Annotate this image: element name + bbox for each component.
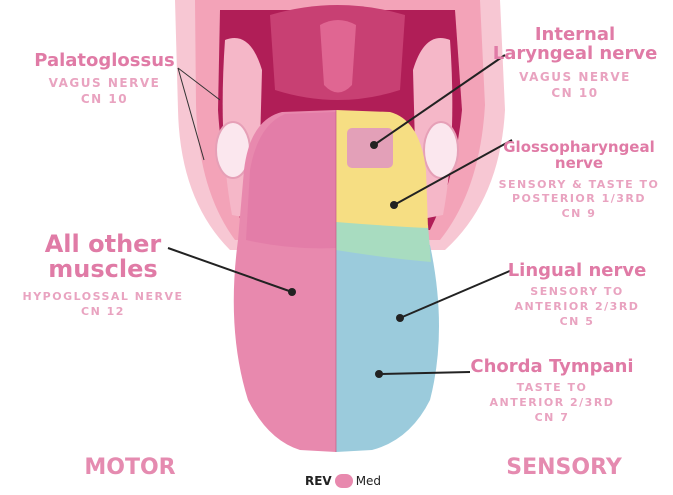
all-other-muscles-sub-1: HYPOGLOSSAL NERVE xyxy=(8,290,198,305)
lingual-sub-3: CN 5 xyxy=(492,315,662,330)
dot-internal-laryngeal xyxy=(370,141,378,149)
lingual-title: Lingual nerve xyxy=(492,262,662,281)
glossopharyngeal-sub-3: CN 9 xyxy=(488,207,670,222)
all-other-muscles-label: All other muscles HYPOGLOSSAL NERVE CN 1… xyxy=(8,232,198,320)
lingual-label: Lingual nerve SENSORY TO ANTERIOR 2/3RD … xyxy=(492,262,662,329)
all-other-muscles-sub-2: CN 12 xyxy=(8,305,198,320)
internal-laryngeal-sub-2: CN 10 xyxy=(480,85,670,101)
lingual-sub-1: SENSORY TO xyxy=(492,285,662,300)
lingual-sub-2: ANTERIOR 2/3RD xyxy=(492,300,662,315)
sensory-footer: SENSORY xyxy=(494,455,634,480)
all-other-muscles-title-2: muscles xyxy=(8,257,198,282)
tongue-right-anterior xyxy=(336,240,439,452)
internal-laryngeal-label: Internal Laryngeal nerve VAGUS NERVE CN … xyxy=(480,26,670,101)
chorda-tympani-sub-1: TASTE TO xyxy=(462,381,642,396)
chorda-tympani-sub-3: CN 7 xyxy=(462,411,642,426)
internal-laryngeal-title-2: Laryngeal nerve xyxy=(480,45,670,64)
dot-lingual xyxy=(396,314,404,322)
dot-glossopharyngeal xyxy=(390,201,398,209)
all-other-muscles-title-1: All other xyxy=(8,232,198,257)
palatoglossus-sub-1: VAGUS NERVE xyxy=(22,75,187,91)
palatoglossus-label: Palatoglossus VAGUS NERVE CN 10 xyxy=(22,52,187,107)
chorda-tympani-sub-2: ANTERIOR 2/3RD xyxy=(462,396,642,411)
motor-footer: MOTOR xyxy=(70,455,190,480)
revmed-logo: REV Med xyxy=(298,470,388,492)
glossopharyngeal-sub-1: SENSORY & TASTE TO xyxy=(488,178,670,193)
revmed-logo-text-left: REV xyxy=(305,474,332,488)
glossopharyngeal-title-2: nerve xyxy=(488,156,670,172)
glossopharyngeal-label: Glossopharyngeal nerve SENSORY & TASTE T… xyxy=(488,140,670,222)
internal-laryngeal-sub-1: VAGUS NERVE xyxy=(480,69,670,85)
revmed-logo-text-right: Med xyxy=(356,474,381,488)
uvula xyxy=(320,20,356,93)
palatoglossus-title: Palatoglossus xyxy=(22,52,187,71)
glossopharyngeal-sub-2: POSTERIOR 1/3RD xyxy=(488,192,670,207)
chorda-tympani-label: Chorda Tympani TASTE TO ANTERIOR 2/3RD C… xyxy=(462,358,642,425)
right-tonsil xyxy=(424,122,458,178)
dot-all-other-muscles xyxy=(288,288,296,296)
dot-chorda-tympani xyxy=(375,370,383,378)
revmed-logo-icon xyxy=(335,474,353,488)
internal-laryngeal-region xyxy=(347,128,393,168)
palatoglossus-sub-2: CN 10 xyxy=(22,91,187,107)
chorda-tympani-title: Chorda Tympani xyxy=(462,358,642,377)
